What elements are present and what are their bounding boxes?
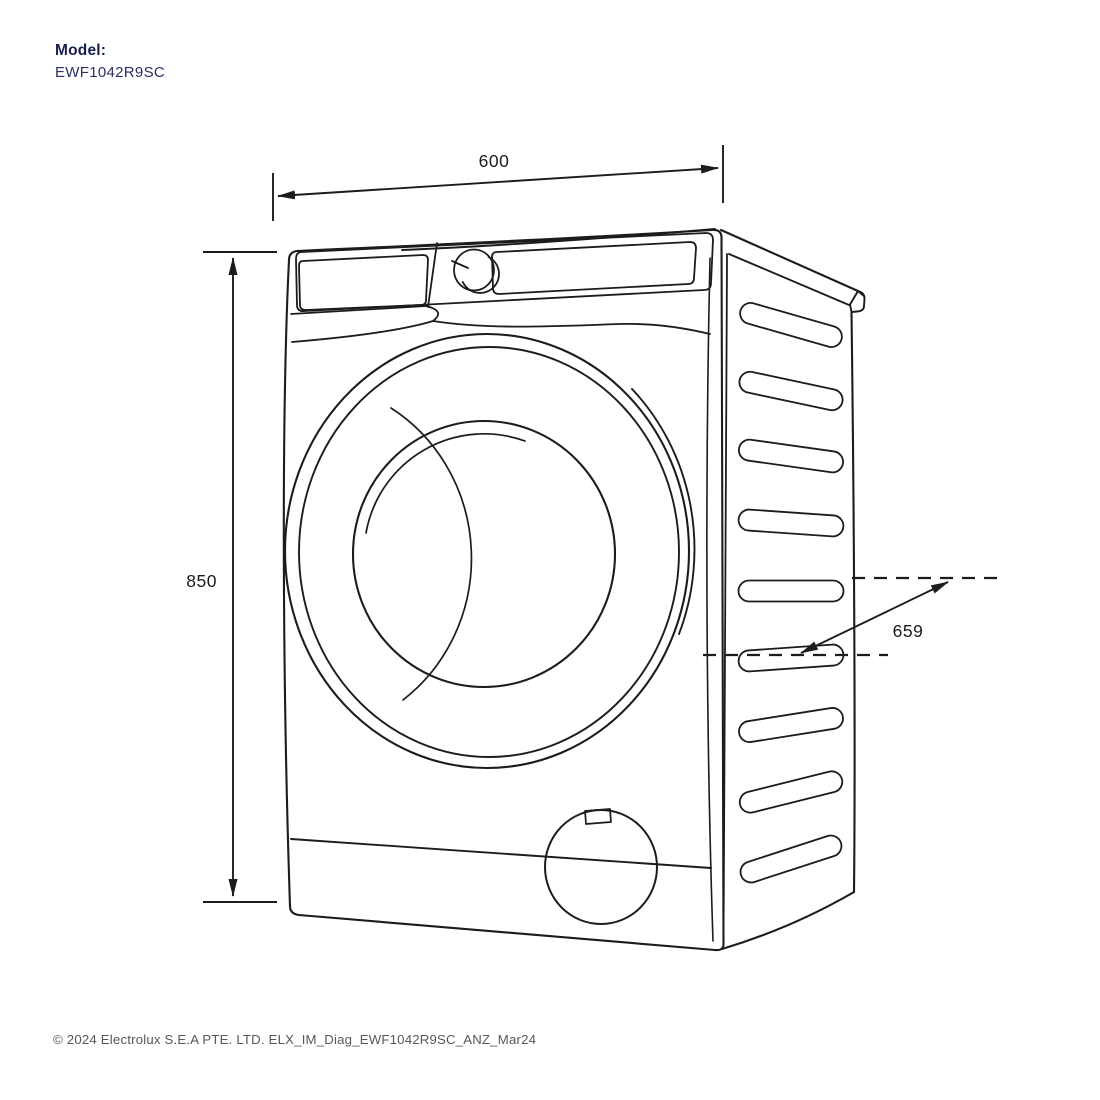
drawer-area: [290, 305, 711, 343]
side-panel-front-edge: [722, 253, 728, 944]
side-panel-back-edge: [850, 310, 856, 894]
vent-slot: [739, 302, 843, 348]
door-inner-ring: [298, 346, 680, 758]
detergent-drawer-front: [291, 305, 439, 343]
vent-slot: [738, 707, 844, 743]
control-panel: [295, 232, 714, 313]
vent-slot: [738, 370, 844, 412]
model-block: Model: EWF1042R9SC: [55, 42, 165, 81]
control-panel-left-recess: [298, 254, 429, 311]
top-back-lip: [849, 290, 866, 313]
vent-slots: [737, 302, 845, 884]
washing-machine: [282, 228, 866, 952]
top-surface-right-lower: [728, 253, 850, 306]
dimension-arrow-width: [277, 164, 719, 200]
filter-door: [544, 809, 658, 925]
top-surface-edge: [401, 228, 716, 251]
vent-slot: [739, 834, 843, 884]
program-knob-pointer: [451, 260, 469, 269]
door-outer-ring: [283, 332, 691, 770]
width-dimension-label: 600: [479, 151, 510, 171]
control-panel-right-recess: [491, 241, 697, 295]
dimension-lines: [203, 145, 997, 903]
top-surface-right: [719, 228, 866, 298]
depth-dimension-label: 659: [893, 621, 924, 641]
door: [283, 332, 696, 770]
vent-slot: [738, 438, 844, 474]
model-label: Model:: [55, 42, 107, 59]
door-thickness-arc: [631, 388, 696, 635]
dimension-arrow-depth: [800, 581, 949, 654]
door-cone-arc: [390, 407, 473, 701]
program-knob-side: [461, 256, 500, 294]
dimension-depth: [703, 576, 997, 657]
door-window: [351, 419, 617, 689]
base-area: [290, 808, 712, 925]
front-right-contour: [706, 257, 714, 942]
dimension-height: [203, 251, 277, 903]
filter-door-handle: [584, 808, 612, 825]
side-panel-bottom-edge: [720, 890, 856, 951]
height-dimension-label: 850: [186, 571, 217, 591]
vent-slot: [738, 770, 844, 814]
detergent-drawer-top: [290, 305, 427, 315]
vent-slot: [737, 508, 845, 538]
copyright-note: © 2024 Electrolux S.E.A PTE. LTD. ELX_IM…: [53, 1032, 537, 1047]
program-knob: [453, 248, 495, 292]
body-sweep-line: [432, 320, 711, 335]
dimension-labels: 600 850 659: [186, 151, 923, 641]
control-panel-outline: [295, 232, 714, 313]
door-window-inner-arc: [365, 433, 526, 534]
front-panel-outline: [282, 228, 725, 952]
vent-slot: [737, 643, 845, 673]
dimension-width: [272, 145, 724, 221]
vent-slot: [737, 579, 845, 603]
model-number: EWF1042R9SC: [55, 64, 166, 81]
kick-panel-line: [290, 838, 712, 869]
control-panel-divider: [427, 242, 438, 308]
